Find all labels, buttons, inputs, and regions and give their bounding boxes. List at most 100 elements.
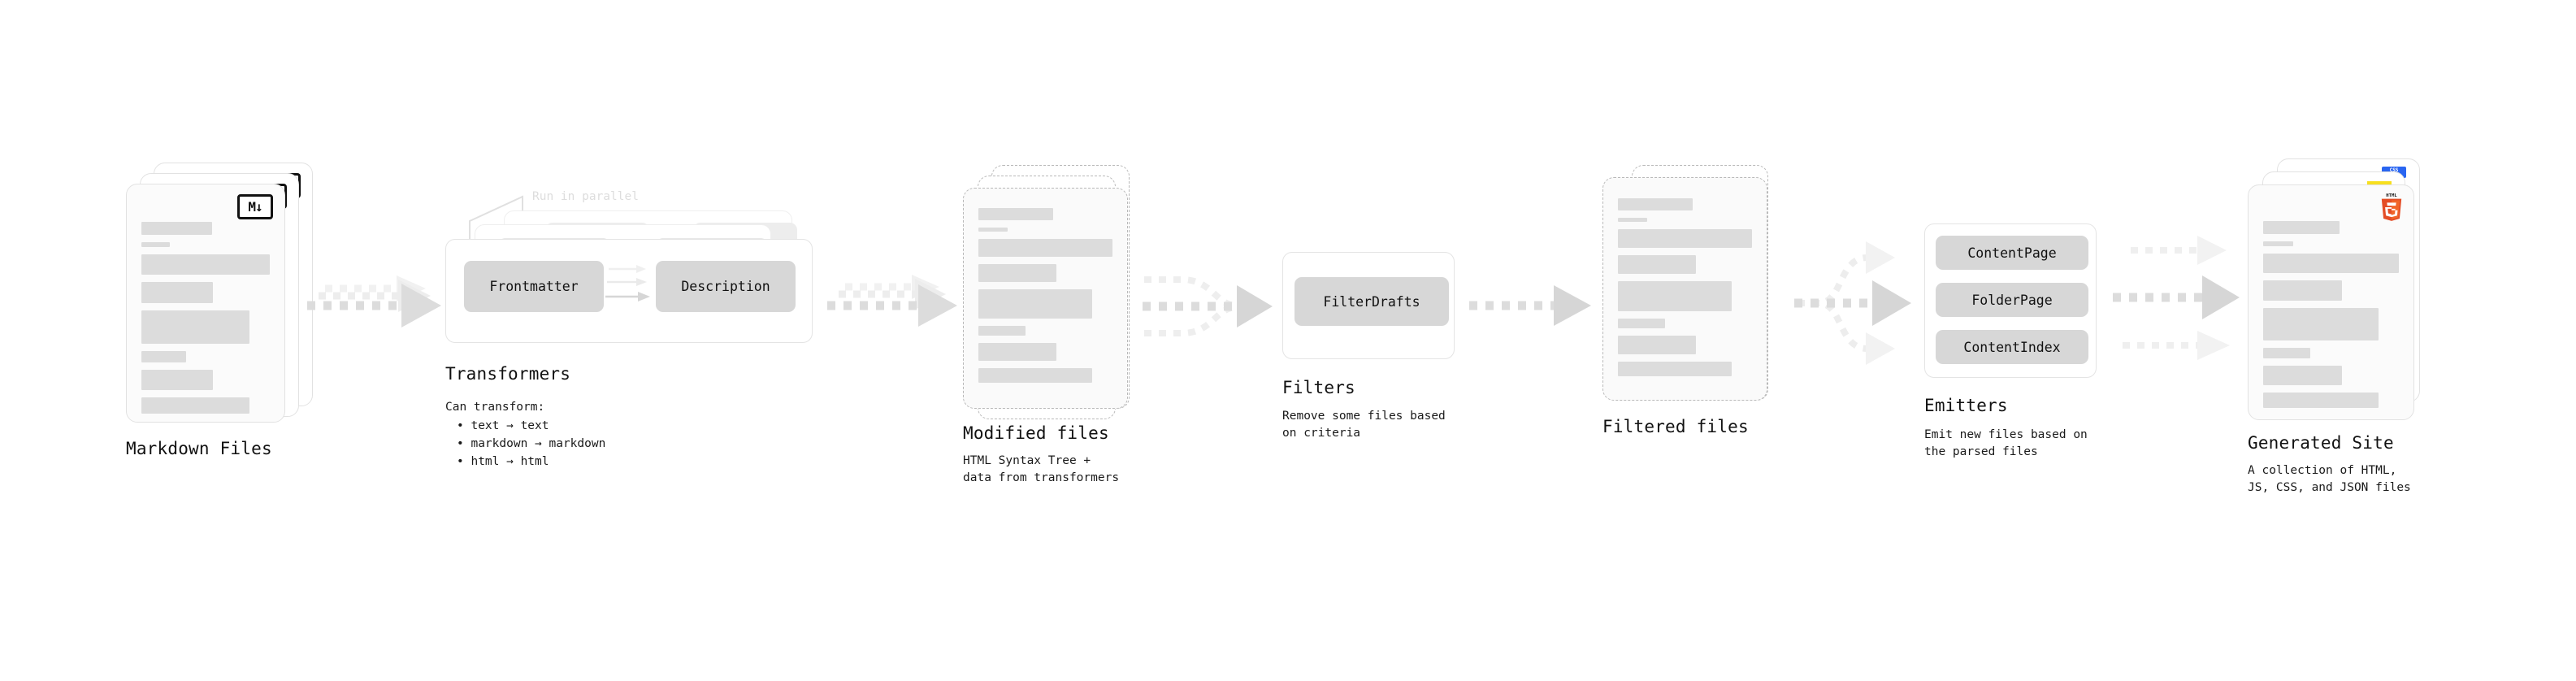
skeleton-bar bbox=[2263, 308, 2379, 340]
skeleton-bar bbox=[1618, 198, 1693, 210]
skeleton-bar bbox=[1618, 281, 1733, 311]
skeleton-bar bbox=[141, 397, 249, 414]
dashed-diverge-top bbox=[1798, 241, 1895, 306]
dashed-converge-bottom bbox=[1144, 304, 1238, 336]
modified-file-stack bbox=[963, 165, 1142, 425]
emitter-node-contentindex[interactable]: ContentIndex bbox=[1936, 330, 2088, 364]
stage-title-markdown-files: Markdown Files bbox=[126, 439, 272, 458]
stage-title-modified-files: Modified files bbox=[963, 423, 1109, 443]
stage-title-generated-site: Generated Site bbox=[2248, 433, 2394, 453]
skeleton-bar bbox=[141, 254, 270, 275]
thin-arrow-front bbox=[605, 292, 650, 301]
dashed-arrow-front bbox=[827, 284, 957, 327]
skeleton-bar bbox=[978, 208, 1054, 220]
emitter-node-contentpage[interactable]: ContentPage bbox=[1936, 236, 2088, 270]
stage-title-filtered-files: Filtered files bbox=[1602, 417, 1749, 436]
transformer-node-description[interactable]: Description bbox=[656, 261, 796, 312]
dashed-arrow-middle bbox=[319, 280, 431, 312]
skeleton-bar bbox=[978, 289, 1093, 319]
dashed-arrow-bottom bbox=[2123, 331, 2230, 360]
dashed-arrow-front bbox=[307, 284, 441, 327]
filtered-file-stack bbox=[1602, 165, 1777, 425]
file-skeleton-body bbox=[978, 208, 1112, 390]
dashed-arrow-back bbox=[845, 275, 939, 299]
skeleton-bar bbox=[1618, 336, 1696, 354]
generated-site-caption: A collection of HTML, JS, CSS, and JSON … bbox=[2248, 464, 2411, 495]
emitters-caption: Emit new files based on the parsed files bbox=[1924, 428, 2088, 459]
stage-modified-files: Modified files HTML Syntax Tree + data f… bbox=[963, 165, 1142, 484]
file-skeleton-body bbox=[2263, 221, 2399, 415]
skeleton-bar bbox=[978, 228, 1008, 232]
transformers-bullet-html: • html → html bbox=[457, 455, 549, 468]
connector-modified-to-filters bbox=[1143, 276, 1273, 336]
markdown-file-stack: M↓ M↓ M↓ bbox=[126, 163, 313, 423]
transformers-bullet-text: • text → text bbox=[457, 419, 549, 432]
transformer-panel-front[interactable]: Frontmatter Description bbox=[445, 239, 813, 343]
connector-transformers-to-modified bbox=[827, 275, 957, 327]
skeleton-bar bbox=[141, 370, 214, 390]
dashed-converge-top bbox=[1144, 276, 1238, 309]
svg-text:HTML: HTML bbox=[2386, 193, 2397, 198]
dashed-arrow-middle bbox=[2113, 275, 2240, 319]
dashed-arrow-top bbox=[2131, 236, 2227, 265]
file-skeleton-body bbox=[141, 222, 270, 421]
generated-card-html[interactable]: HTML bbox=[2248, 184, 2414, 420]
stage-title-emitters: Emitters bbox=[1924, 396, 2008, 415]
emitters-groupbox[interactable]: ContentPage FolderPage ContentIndex bbox=[1924, 223, 2097, 378]
stage-title-transformers: Transformers bbox=[445, 364, 571, 384]
skeleton-bar bbox=[978, 326, 1026, 336]
html5-icon: HTML bbox=[2381, 193, 2402, 221]
skeleton-bar bbox=[141, 222, 212, 235]
skeleton-bar bbox=[1618, 255, 1696, 274]
dashed-diverge-bottom bbox=[1798, 300, 1895, 365]
transformers-caption: Can transform: bbox=[445, 401, 545, 414]
skeleton-bar bbox=[2263, 393, 2379, 408]
skeleton-bar bbox=[2263, 348, 2311, 358]
filters-caption: Remove some files based on criteria bbox=[1282, 410, 1446, 440]
skeleton-bar bbox=[141, 351, 187, 362]
emitter-node-folderpage[interactable]: FolderPage bbox=[1936, 283, 2088, 317]
dashed-arrow-middle bbox=[839, 279, 946, 310]
stage-filtered-files: Filtered files bbox=[1602, 165, 1777, 436]
stage-generated-site: CSS JS HTML bbox=[2248, 158, 2443, 494]
skeleton-bar bbox=[141, 310, 249, 344]
file-skeleton-body bbox=[1618, 198, 1752, 384]
skeleton-bar bbox=[978, 264, 1056, 282]
dashed-converge-middle bbox=[1143, 285, 1273, 327]
filter-node-filterdrafts[interactable]: FilterDrafts bbox=[1295, 277, 1449, 326]
markdown-card-front[interactable]: M↓ bbox=[126, 184, 285, 423]
markdown-badge: M↓ bbox=[237, 194, 273, 219]
skeleton-bar bbox=[2263, 254, 2399, 273]
dashed-arrow-back bbox=[325, 275, 426, 301]
skeleton-bar bbox=[2263, 221, 2340, 234]
skeleton-bar bbox=[1618, 229, 1752, 248]
skeleton-bar bbox=[978, 343, 1056, 361]
generated-site-stack: CSS JS HTML bbox=[2248, 158, 2443, 427]
skeleton-bar bbox=[978, 368, 1093, 383]
dashed-diverge-middle bbox=[1794, 280, 1911, 326]
frontmatter-to-description-arrows bbox=[605, 265, 650, 301]
skeleton-bar bbox=[2263, 366, 2342, 385]
transformer-node-frontmatter[interactable]: Frontmatter bbox=[464, 261, 604, 312]
run-in-parallel-note: Run in parallel bbox=[532, 190, 639, 203]
skeleton-bar bbox=[2263, 241, 2293, 246]
skeleton-bar bbox=[978, 239, 1112, 257]
filtered-card-front[interactable] bbox=[1602, 177, 1767, 401]
thin-arrow-middle bbox=[607, 278, 647, 286]
transformers-bullet-markdown: • markdown → markdown bbox=[457, 437, 606, 450]
skeleton-bar bbox=[141, 282, 214, 303]
skeleton-bar bbox=[2263, 280, 2342, 301]
stage-markdown-files: M↓ M↓ M↓ Markdown Files bbox=[126, 163, 313, 458]
modified-card-front[interactable] bbox=[963, 188, 1128, 409]
thin-arrow-back bbox=[609, 265, 646, 273]
filters-groupbox[interactable]: FilterDrafts bbox=[1282, 252, 1455, 359]
skeleton-bar bbox=[1618, 362, 1733, 376]
skeleton-bar bbox=[1618, 319, 1665, 328]
skeleton-bar bbox=[141, 242, 170, 247]
stage-title-filters: Filters bbox=[1282, 378, 1355, 397]
connector-filtered-to-emitters bbox=[1794, 241, 1911, 365]
connector-filters-to-filtered bbox=[1469, 285, 1591, 326]
modified-files-caption: HTML Syntax Tree + data from transformer… bbox=[963, 454, 1120, 485]
skeleton-bar bbox=[1618, 218, 1648, 222]
